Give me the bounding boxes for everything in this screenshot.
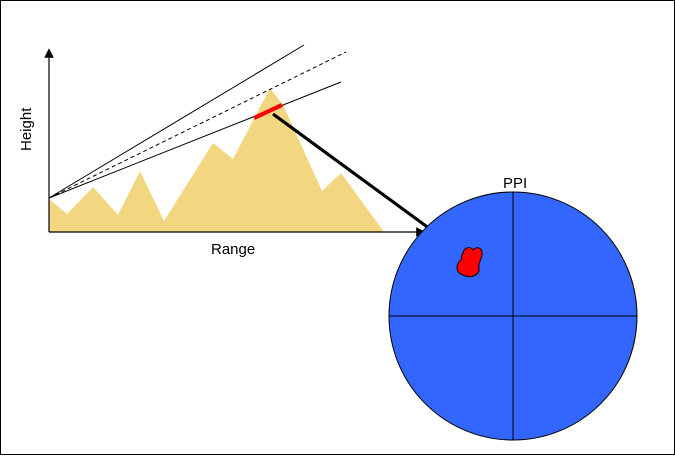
y-axis-label: Height [18, 107, 35, 151]
beam-center-dashed-line [48, 51, 347, 199]
echo-blob [456, 247, 483, 278]
blockage-segment [253, 103, 283, 120]
beam-lower-edge-line [48, 81, 342, 199]
x-axis-label: Range [211, 241, 256, 258]
beam-upper-edge-line [48, 44, 305, 199]
terrain-profile [49, 88, 384, 232]
ppi-label: PPI [503, 175, 528, 192]
projection-arrow [272, 112, 449, 243]
